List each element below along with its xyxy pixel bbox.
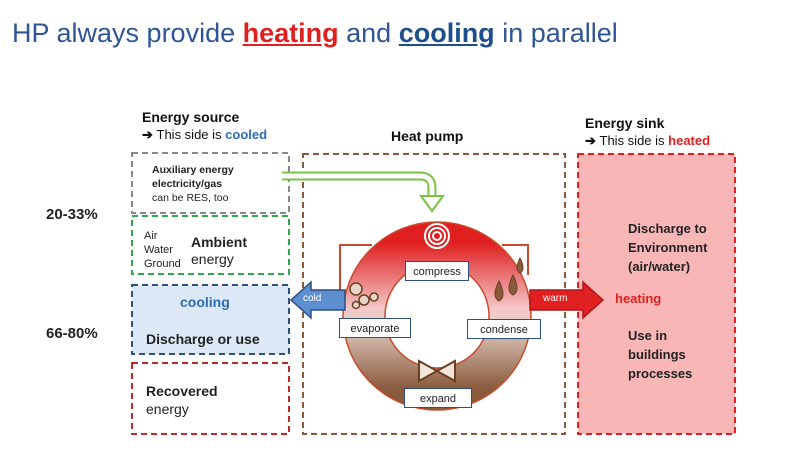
condensation-drops-icon	[494, 256, 524, 302]
energy-sink-header: Energy sink	[585, 115, 665, 131]
use-in-label: Use in buildings processes	[628, 326, 692, 383]
ambient-label-2: energy	[191, 251, 234, 267]
recovered-energy-box	[131, 362, 290, 435]
cooling-label: cooling	[180, 294, 230, 310]
sink-note-prefix: This side is	[599, 133, 669, 148]
heat-pump-header: Heat pump	[391, 128, 464, 144]
use-line-2: buildings	[628, 347, 686, 362]
expansion-valve-icon	[418, 359, 456, 383]
recovered-line-1: Recovered	[146, 383, 218, 399]
cooling-box	[131, 284, 290, 355]
ambient-energy-box	[131, 215, 290, 275]
discharge-or-use-label: Discharge or use	[146, 331, 260, 347]
compressor-spiral-icon	[424, 223, 450, 249]
use-line-1: Use in	[628, 328, 668, 343]
warm-arrow-label: warm	[543, 293, 568, 304]
title-prefix: HP always provide	[12, 18, 243, 48]
energy-source-header: Energy source	[142, 109, 240, 125]
ambient-label-1: Ambient	[191, 234, 247, 250]
warm-arrow	[529, 280, 605, 320]
ambient-ground: Ground	[144, 258, 181, 270]
pipe-left	[339, 244, 372, 290]
ambient-air: Air	[144, 230, 158, 242]
arrow-right-icon: ➔	[585, 133, 600, 148]
title-suffix: in parallel	[494, 18, 618, 48]
ambient-sources: Air Water Ground	[144, 229, 181, 271]
aux-line-2: electricity/gas	[152, 178, 223, 190]
discharge-env-line-1: Discharge to	[628, 221, 707, 236]
page-title: HP always provide heating and cooling in…	[12, 18, 618, 49]
source-note-prefix: This side is	[156, 127, 226, 142]
discharge-env-line-3: (air/water)	[628, 259, 691, 274]
energy-sink-box	[577, 153, 736, 435]
sink-note-word: heated	[668, 133, 711, 148]
aux-line-3: can be RES, too	[152, 192, 229, 204]
source-note: ➔ This side is cooled	[142, 127, 267, 143]
compress-label: compress	[405, 261, 469, 281]
source-note-word: cooled	[225, 127, 268, 142]
use-line-3: processes	[628, 366, 693, 381]
aux-energy-text: Auxiliary energy electricity/gas can be …	[152, 163, 234, 205]
title-middle: and	[338, 18, 399, 48]
title-heating: heating	[242, 18, 339, 48]
condense-label: condense	[467, 319, 541, 339]
arrow-right-icon: ➔	[142, 127, 157, 142]
aux-energy-box	[131, 152, 290, 214]
evaporation-bubbles-icon	[349, 282, 379, 310]
discharge-environment-label: Discharge to Environment (air/water)	[628, 219, 707, 276]
aux-line-1: Auxiliary energy	[152, 164, 234, 176]
evaporate-label: evaporate	[339, 318, 411, 338]
discharge-env-line-2: Environment	[628, 240, 708, 255]
auxiliary-arrow-head	[419, 195, 445, 213]
recovered-line-2: energy	[146, 401, 189, 417]
cold-arrow	[289, 280, 346, 320]
percent-upper: 20-33%	[46, 206, 98, 223]
percent-lower: 66-80%	[46, 325, 98, 342]
cold-arrow-label: cold	[303, 293, 322, 304]
heating-label: heating	[615, 291, 662, 306]
recovered-energy-label: Recovered energy	[146, 382, 218, 418]
pipe-right	[502, 244, 529, 275]
expand-label: expand	[404, 388, 472, 408]
ambient-energy-label: Ambient energy	[191, 234, 247, 268]
title-cooling: cooling	[398, 18, 495, 48]
sink-note: ➔ This side is heated	[585, 133, 710, 149]
ambient-water: Water	[144, 244, 173, 256]
